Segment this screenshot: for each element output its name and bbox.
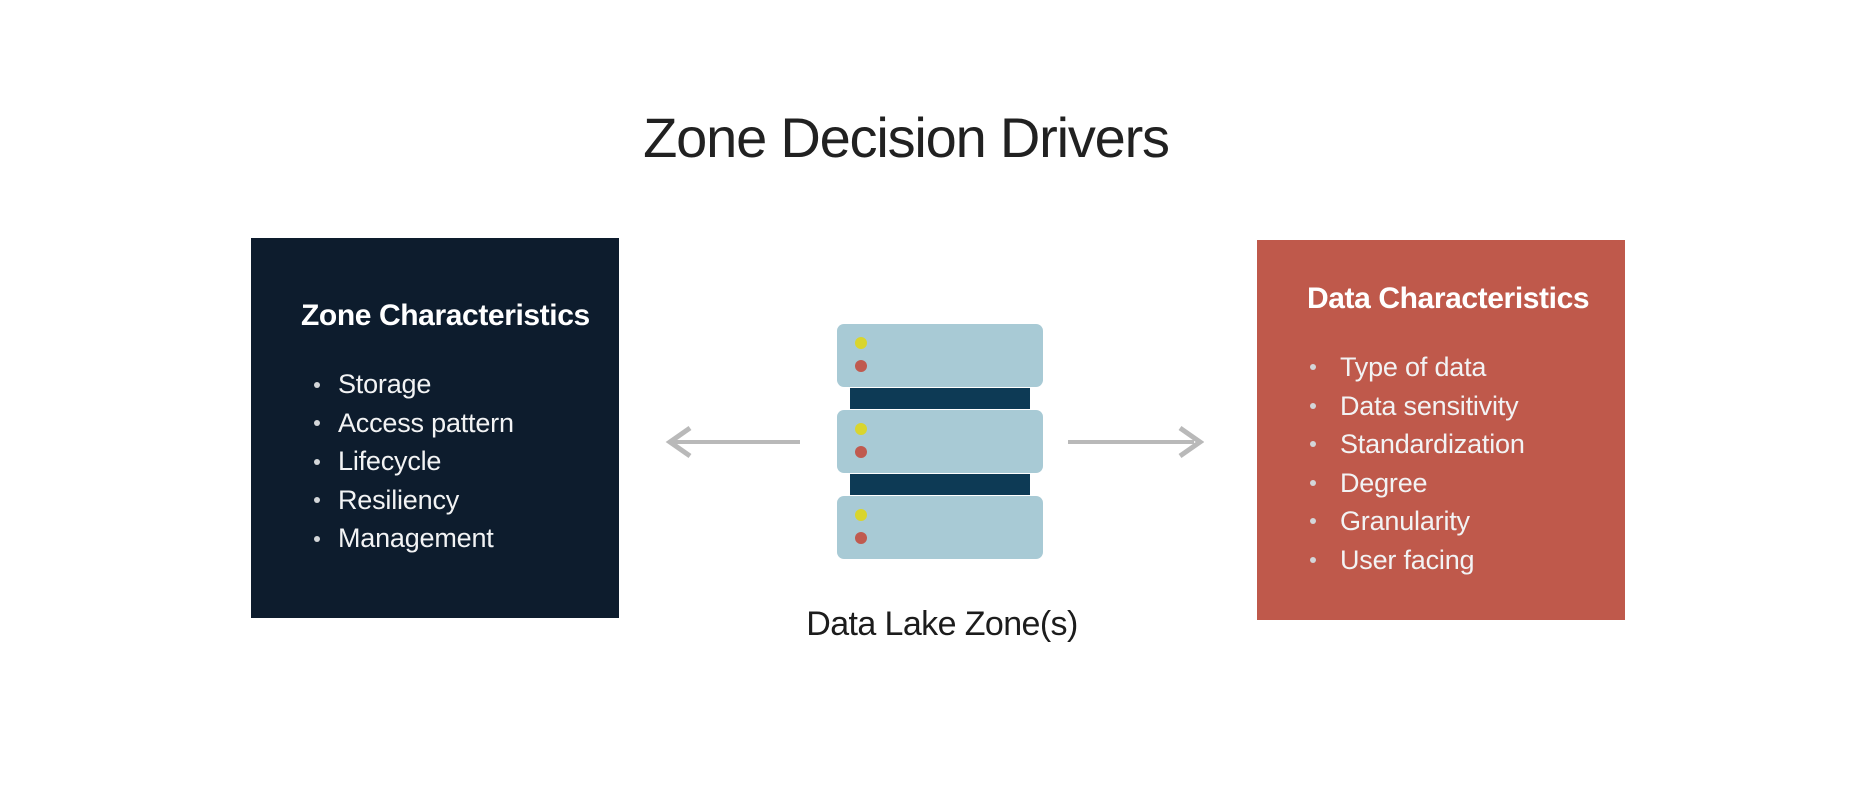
- bullet-icon: [1310, 556, 1316, 563]
- list-item: Management: [314, 519, 619, 558]
- server-unit: [837, 410, 1043, 473]
- zone-characteristics-list: Storage Access pattern Lifecycle Resilie…: [251, 365, 619, 558]
- list-item: User facing: [1310, 541, 1625, 580]
- list-item-label: Standardization: [1340, 429, 1525, 459]
- bullet-icon: [314, 535, 320, 542]
- list-item: Storage: [314, 365, 619, 404]
- server-unit: [837, 324, 1043, 387]
- led-red-icon: [855, 532, 867, 544]
- server-divider: [850, 388, 1030, 409]
- list-item: Lifecycle: [314, 442, 619, 481]
- data-lake-zones-caption: Data Lake Zone(s): [806, 605, 1078, 643]
- list-item-label: Type of data: [1340, 352, 1487, 382]
- bullet-icon: [1310, 402, 1316, 409]
- bullet-icon: [314, 458, 320, 465]
- list-item-label: Management: [338, 523, 494, 554]
- list-item-label: Resiliency: [338, 484, 460, 515]
- list-item: Degree: [1310, 464, 1625, 503]
- zone-characteristics-title: Zone Characteristics: [301, 299, 590, 333]
- list-item-label: User facing: [1340, 544, 1475, 575]
- list-item: Standardization: [1310, 425, 1625, 464]
- data-characteristics-list: Type of data Data sensitivity Standardiz…: [1257, 348, 1625, 579]
- led-red-icon: [855, 360, 867, 372]
- bullet-icon: [1310, 441, 1316, 448]
- list-item: Type of data: [1310, 348, 1625, 387]
- left-arrow-icon: [665, 425, 800, 459]
- zone-characteristics-panel: Zone Characteristics Storage Access patt…: [251, 238, 619, 618]
- data-characteristics-panel: Data Characteristics Type of data Data s…: [1257, 240, 1625, 620]
- data-characteristics-title: Data Characteristics: [1307, 282, 1590, 315]
- list-item: Resiliency: [314, 481, 619, 520]
- bullet-icon: [1310, 518, 1316, 525]
- led-red-icon: [855, 446, 867, 458]
- list-item-label: Degree: [1340, 467, 1428, 498]
- list-item-label: Storage: [338, 369, 432, 400]
- server-unit: [837, 496, 1043, 559]
- list-item: Data sensitivity: [1310, 387, 1625, 426]
- list-item: Granularity: [1310, 502, 1625, 541]
- server-stack-icon: [837, 324, 1043, 559]
- right-arrow-icon: [1068, 425, 1204, 459]
- led-yellow-icon: [855, 509, 867, 521]
- bullet-icon: [1310, 479, 1316, 486]
- bullet-icon: [314, 420, 320, 426]
- list-item: Access pattern: [314, 404, 619, 443]
- list-item-label: Lifecycle: [338, 446, 442, 477]
- page-title: Zone Decision Drivers: [643, 105, 1170, 169]
- server-divider: [850, 474, 1030, 495]
- list-item-label: Data sensitivity: [1340, 390, 1519, 421]
- list-item-label: Granularity: [1340, 506, 1470, 536]
- list-item-label: Access pattern: [338, 407, 514, 438]
- bullet-icon: [314, 381, 320, 388]
- led-yellow-icon: [855, 423, 867, 435]
- bullet-icon: [314, 497, 320, 503]
- bullet-icon: [1310, 364, 1316, 371]
- led-yellow-icon: [855, 337, 867, 349]
